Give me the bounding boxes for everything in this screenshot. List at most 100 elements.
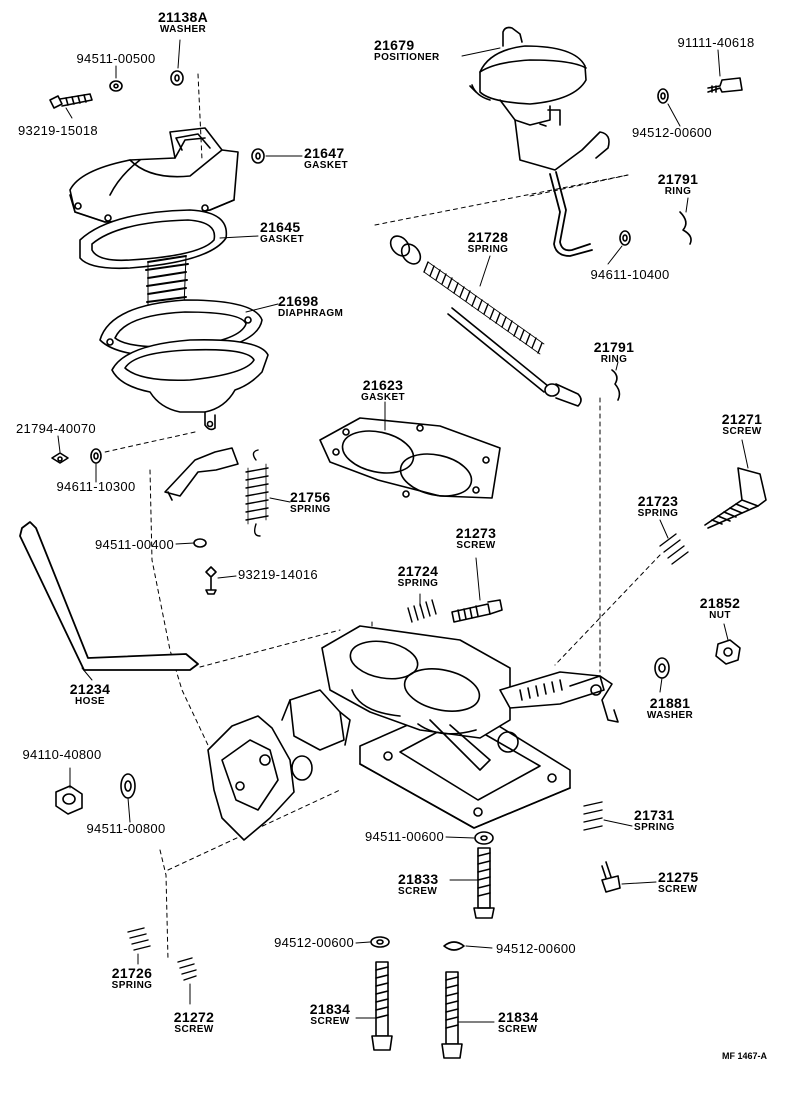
- screw-21271: [704, 467, 767, 529]
- callout-name: GASKET: [304, 160, 349, 171]
- callout-number: 21726: [111, 965, 153, 981]
- flange-gasket: [319, 417, 501, 499]
- callout-number: 21698: [278, 293, 319, 309]
- callout-name: GASKET: [360, 392, 406, 403]
- callout-number: 94511-00500: [76, 51, 156, 66]
- callout-number: 21833: [398, 871, 439, 887]
- spring-21726: [127, 927, 151, 951]
- callout-94511-00800: 94511-00800: [87, 822, 166, 835]
- callout-94511-00500: 94511-00500: [77, 52, 156, 65]
- screw-21272: [177, 957, 197, 981]
- callout-number: 93219-15018: [18, 123, 98, 138]
- callout-94110-40800: 94110-40800: [23, 748, 102, 761]
- callout-name: HOSE: [75, 696, 105, 707]
- callout-91111-40618: 91111-40618: [677, 36, 754, 49]
- callout-number: 21271: [721, 411, 763, 427]
- callout-number: 94512-00600: [632, 125, 712, 140]
- callout-name: SCREW: [174, 1024, 214, 1035]
- callout-number: 21791: [657, 171, 699, 187]
- callout-number: 21138A: [157, 9, 209, 25]
- screw-21273: [451, 599, 503, 623]
- callout-number: 94512-00600: [274, 935, 354, 950]
- callout-number: 21834: [309, 1001, 351, 1017]
- callout-number: 21723: [637, 493, 679, 509]
- callout-number: 21679: [374, 37, 415, 53]
- washer-94511-00800: [120, 773, 136, 799]
- callout-name: POSITIONER: [374, 52, 440, 63]
- callout-name: SCREW: [456, 540, 496, 551]
- screw-21834-left: [371, 961, 393, 1051]
- callout-94512-00600-right: 94512-00600: [496, 942, 576, 955]
- spring-21756: [245, 449, 269, 537]
- callout-number: 94511-00800: [86, 821, 166, 836]
- callout-name: SPRING: [111, 980, 153, 991]
- callout-name: SPRING: [290, 504, 331, 515]
- washer-21138a: [170, 70, 184, 86]
- hose-21234: [19, 521, 199, 671]
- callout-number: 21881: [649, 695, 691, 711]
- callout-94512-00600-left: 94512-00600: [250, 936, 354, 949]
- washer-94511-00600: [474, 831, 494, 845]
- spring-21731: [583, 801, 603, 831]
- callout-93219-15018: 93219-15018: [18, 124, 98, 137]
- callout-94512-00600-top: 94512-00600: [632, 126, 712, 139]
- gasket-21647: [251, 148, 265, 164]
- washer-94110-40800: [55, 785, 83, 815]
- spring-21724: [407, 599, 437, 623]
- callout-name: NUT: [709, 610, 731, 621]
- callout-number: 21724: [397, 563, 439, 579]
- callout-94511-00400: 94511-00400: [82, 538, 174, 551]
- callout-number: 21647: [304, 145, 345, 161]
- callout-number: 21728: [467, 229, 509, 245]
- callout-name: SCREW: [498, 1024, 538, 1035]
- callout-name: RING: [600, 354, 628, 365]
- nut-21852: [715, 639, 741, 665]
- callout-number: 21623: [362, 377, 404, 393]
- bolt-91111-40618: [707, 77, 743, 93]
- callout-number: 21731: [634, 807, 675, 823]
- washer-94512-00600-top: [657, 88, 669, 104]
- callout-name: SPRING: [467, 244, 509, 255]
- callout-number: 21852: [699, 595, 741, 611]
- spring-21728: [423, 261, 545, 355]
- callout-name: RING: [664, 186, 692, 197]
- callout-number: 93219-14016: [238, 567, 318, 582]
- callout-name: WASHER: [646, 710, 694, 721]
- washer-94611-10300: [90, 448, 102, 464]
- callout-number: 21275: [658, 869, 699, 885]
- callout-number: 91111-40618: [677, 35, 755, 50]
- callout-name: SCREW: [722, 426, 762, 437]
- figure-reference: MF 1467-A: [722, 1051, 768, 1061]
- callout-number: 21794-40070: [16, 421, 96, 436]
- carburetor-body: [207, 625, 619, 841]
- callout-name: SPRING: [397, 578, 439, 589]
- positioner-rod: [549, 171, 593, 257]
- callout-name: DIAPHRAGM: [278, 308, 344, 319]
- callout-number: 21645: [260, 219, 301, 235]
- callout-number: 94512-00600: [496, 941, 576, 956]
- callout-name: SPRING: [634, 822, 675, 833]
- washer-94511-00400: [193, 538, 207, 548]
- callout-name: SCREW: [398, 886, 438, 897]
- callout-94611-10300: 94611-10300: [57, 480, 136, 493]
- washer-94611-10400: [619, 230, 631, 246]
- washer-21794-40070: [51, 452, 69, 464]
- positioner: [469, 26, 610, 171]
- screw-21275: [601, 861, 621, 893]
- callout-number: 94110-40800: [22, 747, 102, 762]
